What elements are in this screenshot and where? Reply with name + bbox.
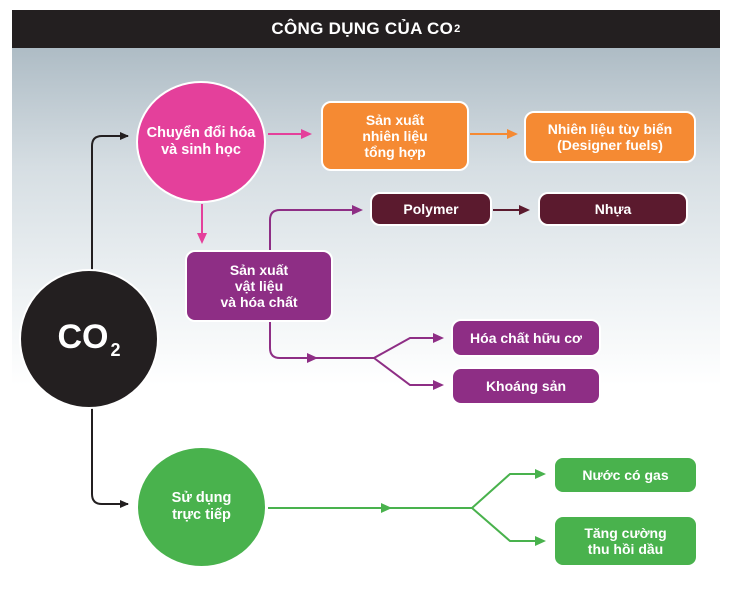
arrow-polymer-to-plastic [519,205,530,215]
materials-chemicals-node: Sản xuất vật liệu và hóa chất [185,250,333,322]
carbonated-water-label: Nước có gas [582,466,669,483]
purple-connectors [269,205,444,390]
plastic-label: Nhựa [594,200,632,217]
arrow-chem-to-synfuel [301,129,312,139]
polymer-label: Polymer [403,200,459,217]
co2-subscript: 2 [110,339,121,360]
connector-co2-to-chem [91,132,129,272]
orange-connectors [470,129,518,139]
enhanced-oil-recovery-node: Tăng cường thu hồi dầu [553,515,698,567]
synthetic-fuel-node: Sản xuất nhiên liệu tổng hợp [321,101,469,171]
synthetic-fuel-label: Sản xuất nhiên liệu tổng hợp [362,111,428,161]
designer-fuel-label: Nhiên liệu tùy biến (Designer fuels) [547,120,673,153]
chem-bio-conversion-label: Chuyển đổi hóa và sinh học [146,125,256,158]
carbonated-water-node: Nước có gas [553,456,698,494]
connector-materials-down [269,322,374,359]
arrow-to-organic [433,333,444,343]
green-connectors [268,469,546,546]
enhanced-oil-recovery-label: Tăng cường thu hồi dầu [584,524,667,557]
co2-connectors [91,132,129,508]
arrow-synfuel-to-designer [507,129,518,139]
minerals-node: Khoáng sản [451,367,601,405]
designer-fuel-node: Nhiên liệu tùy biến (Designer fuels) [524,111,696,163]
title-text: CÔNG DỤNG CỦA CO [271,19,454,38]
arrow-chem-to-materials [197,233,207,244]
arrow-materials-mid [307,353,318,363]
connector-co2-to-direct [91,408,129,508]
arrow-to-soda [535,469,546,479]
connector-split-to-organic [373,337,441,359]
maroon-connectors [493,205,530,215]
polymer-node: Polymer [370,192,492,226]
minerals-label: Khoáng sản [485,377,567,394]
direct-use-node: Sử dụng trực tiếp [136,446,267,568]
title-subscript: 2 [454,23,461,35]
pink-connectors [197,129,312,244]
plastic-node: Nhựa [538,192,688,226]
materials-chemicals-label: Sản xuất vật liệu và hóa chất [220,261,298,311]
arrow-materials-to-polymer [352,205,363,215]
direct-use-label: Sử dụng trực tiếp [171,490,232,523]
organic-chemicals-label: Hóa chất hữu cơ [470,329,582,346]
arrow-to-oil [535,536,546,546]
arrow-to-mineral [433,380,444,390]
connector-split-to-oil [471,507,543,542]
arrow-direct-mid [381,503,392,513]
connector-split-to-soda [471,473,543,509]
connector-materials-to-polymer [269,209,360,250]
connector-split-to-mineral [373,357,441,386]
organic-chemicals-node: Hóa chất hữu cơ [451,319,601,357]
chem-bio-conversion-node: Chuyển đổi hóa và sinh học [136,81,266,203]
